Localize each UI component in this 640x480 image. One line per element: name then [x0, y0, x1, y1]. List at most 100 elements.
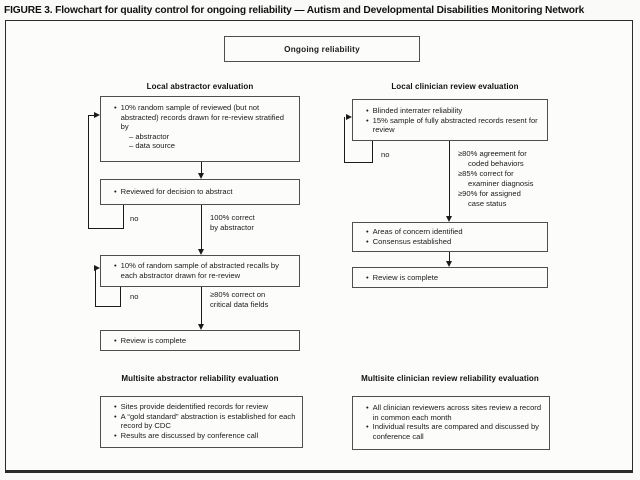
bullet-item: • Review is complete — [101, 336, 299, 346]
sub-abstractor-text: – abstractor — [129, 131, 170, 141]
bullet-marker: • — [114, 103, 117, 112]
label-line: by abstractor — [210, 223, 254, 232]
bullet-item: • Results are discussed by conference ca… — [101, 431, 302, 441]
connector-line — [95, 306, 121, 307]
conference-call-text: Results are discussed by conference call — [120, 430, 259, 440]
label-line: critical data fields — [210, 300, 269, 309]
arrow-down-icon — [198, 173, 204, 179]
label-100-correct: 100% correct by abstractor — [210, 213, 255, 233]
bullet-item: • A “gold standard” abstraction is estab… — [101, 412, 302, 431]
connector-line — [120, 287, 121, 306]
blinded-reliability-text: Blinded interrater reliability — [372, 106, 463, 115]
figure-title: FIGURE 3. Flowchart for quality control … — [4, 5, 585, 16]
header-local-clinician: Local clinician review evaluation — [391, 82, 519, 91]
node-review-complete-left: • Review is complete — [100, 330, 300, 351]
bullet-item: • 10% of random sample of abstracted rec… — [101, 261, 299, 280]
label-line: examiner diagnosis — [468, 179, 534, 188]
reviewed-decision-text: Reviewed for decision to abstract — [120, 187, 233, 196]
label-80-correct: ≥80% correct on critical data fields — [210, 290, 268, 310]
bullet-marker: • — [114, 336, 117, 345]
label-no-1: no — [130, 214, 139, 223]
arrow-down-icon — [446, 261, 452, 267]
sub-item-data-source: – data source — [101, 141, 299, 151]
connector-line — [88, 228, 124, 229]
header-local-abstractor: Local abstractor evaluation — [146, 82, 254, 91]
arrow-down-icon — [446, 216, 452, 222]
label-no-3: no — [381, 150, 390, 159]
node-blinded-reliability: • Blinded interrater reliability • 15% s… — [352, 99, 548, 141]
sites-provide-text: Sites provide deidentified records for r… — [120, 402, 268, 411]
label-line: 100% correct — [210, 213, 255, 222]
label-line: ≥80% correct on — [210, 290, 266, 299]
connector-line — [88, 115, 94, 116]
bullet-item: • Review is complete — [353, 273, 547, 283]
node-multisite-abstractor: • Sites provide deidentified records for… — [100, 396, 303, 448]
sub-item-abstractor: – abstractor — [101, 132, 299, 142]
bullet-item: • Reviewed for decision to abstract — [101, 187, 299, 197]
arrow-right-icon — [346, 114, 352, 120]
recall-rereview-text: 10% of random sample of abstracted recal… — [120, 261, 279, 280]
node-review-complete-right: • Review is complete — [352, 267, 548, 288]
results-compared-text: Individual results are compared and disc… — [372, 422, 539, 441]
node-ongoing-reliability: Ongoing reliability — [224, 36, 420, 62]
node-multisite-clinician: • All clinician reviewers across sites r… — [352, 396, 550, 450]
connector-line — [344, 117, 345, 163]
arrow-right-icon — [94, 112, 100, 118]
connector-line — [201, 287, 202, 324]
bullet-item: • Sites provide deidentified records for… — [101, 402, 302, 412]
sample-rereview-text: 10% random sample of reviewed (but not a… — [120, 103, 284, 132]
connector-line — [449, 141, 450, 216]
label-line: ≥85% correct for — [458, 169, 514, 178]
connector-line — [201, 205, 202, 249]
bullet-item: • 15% sample of fully abstracted records… — [353, 116, 547, 135]
label-line: coded behaviors — [468, 159, 524, 168]
areas-of-concern-text: Areas of concern identified — [372, 227, 463, 236]
connector-line — [201, 162, 202, 174]
label-no-2: no — [130, 292, 139, 301]
bullet-marker: • — [366, 227, 369, 236]
node-reviewed-decision: • Reviewed for decision to abstract — [100, 179, 300, 205]
node-recall-rereview: • 10% of random sample of abstracted rec… — [100, 255, 300, 287]
connector-line — [123, 205, 124, 229]
connector-line — [449, 252, 450, 261]
node-areas-of-concern: • Areas of concern identified • Consensu… — [352, 222, 548, 252]
connector-line — [88, 115, 89, 229]
gold-standard-text: A “gold standard” abstraction is establi… — [120, 411, 296, 431]
label-line: case status — [468, 199, 507, 208]
header-multisite-clinician: Multisite clinician review reliability e… — [361, 374, 539, 383]
bullet-item: • 10% random sample of reviewed (but not… — [101, 103, 299, 132]
bullet-item: • Consensus established — [353, 237, 547, 247]
connector-line — [372, 141, 373, 162]
consensus-text: Consensus established — [372, 236, 452, 246]
node-ongoing-reliability-label: Ongoing reliability — [284, 44, 360, 54]
review-complete-left-text: Review is complete — [120, 336, 187, 345]
bullet-marker: • — [366, 422, 369, 432]
bullet-marker: • — [366, 106, 369, 115]
review-complete-right-text: Review is complete — [372, 273, 439, 282]
sample-resent-text: 15% sample of fully abstracted records r… — [372, 115, 538, 135]
bullet-marker: • — [366, 115, 369, 125]
bullet-item: • Individual results are compared and di… — [353, 422, 549, 441]
sub-data-source-text: – data source — [129, 141, 176, 151]
bullet-marker: • — [366, 273, 369, 282]
bullet-item: • All clinician reviewers across sites r… — [353, 403, 549, 422]
header-multisite-abstractor: Multisite abstractor reliability evaluat… — [121, 374, 279, 383]
bullet-item: • Blinded interrater reliability — [353, 106, 547, 116]
bullet-item: • Areas of concern identified — [353, 227, 547, 237]
arrow-right-icon — [94, 265, 100, 271]
connector-line — [344, 162, 373, 163]
bullet-marker: • — [114, 261, 117, 270]
bullet-marker: • — [366, 403, 369, 412]
bullet-marker: • — [366, 236, 369, 246]
connector-line — [95, 268, 96, 307]
label-agreement-thresholds: ≥80% agreement for coded behaviors ≥85% … — [458, 149, 533, 209]
arrow-down-icon — [198, 324, 204, 330]
bullet-marker: • — [114, 430, 117, 440]
node-sample-rereview: • 10% random sample of reviewed (but not… — [100, 96, 300, 162]
arrow-down-icon — [198, 249, 204, 255]
label-line: ≥90% for assigned — [458, 189, 521, 198]
label-line: ≥80% agreement for — [458, 149, 527, 158]
all-reviewers-text: All clinician reviewers across sites rev… — [372, 403, 542, 422]
bullet-marker: • — [114, 411, 117, 421]
